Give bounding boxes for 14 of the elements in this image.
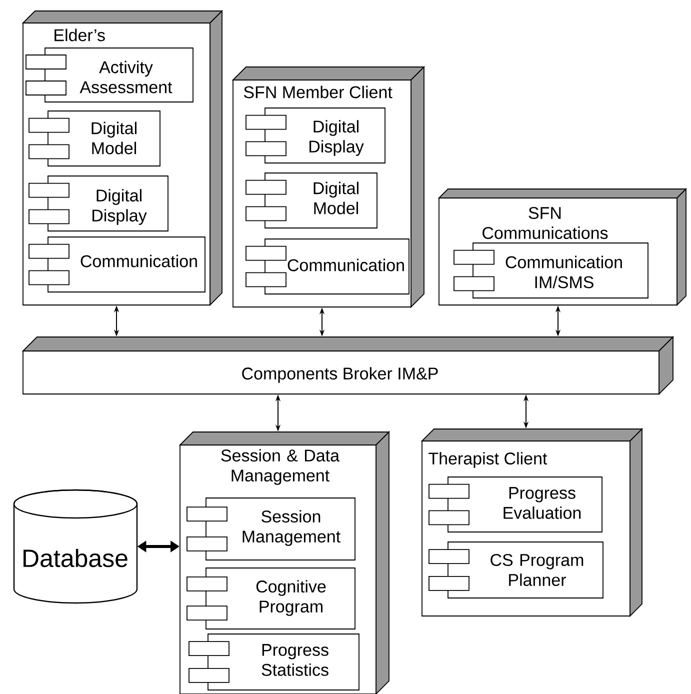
component-box: Digital Display <box>28 176 168 232</box>
component-box: Communication <box>28 236 206 292</box>
component-box: Digital Model <box>246 172 378 228</box>
component-box: Session Management <box>186 498 356 560</box>
component-box: Digital Display <box>246 108 386 164</box>
component-box: CS Program Planner <box>428 542 604 598</box>
component-box: Communication <box>246 238 410 294</box>
component-box: Progress Statistics <box>188 634 360 690</box>
database-cylinder: Database <box>13 489 138 604</box>
component-box: Cognitive Program <box>186 568 356 630</box>
component-box: Activity Assessment <box>26 48 194 102</box>
component-box: Communication IM/SMS <box>454 242 648 298</box>
component-box: Progress Evaluation <box>428 476 602 532</box>
component-box: Digital Model <box>28 110 160 166</box>
